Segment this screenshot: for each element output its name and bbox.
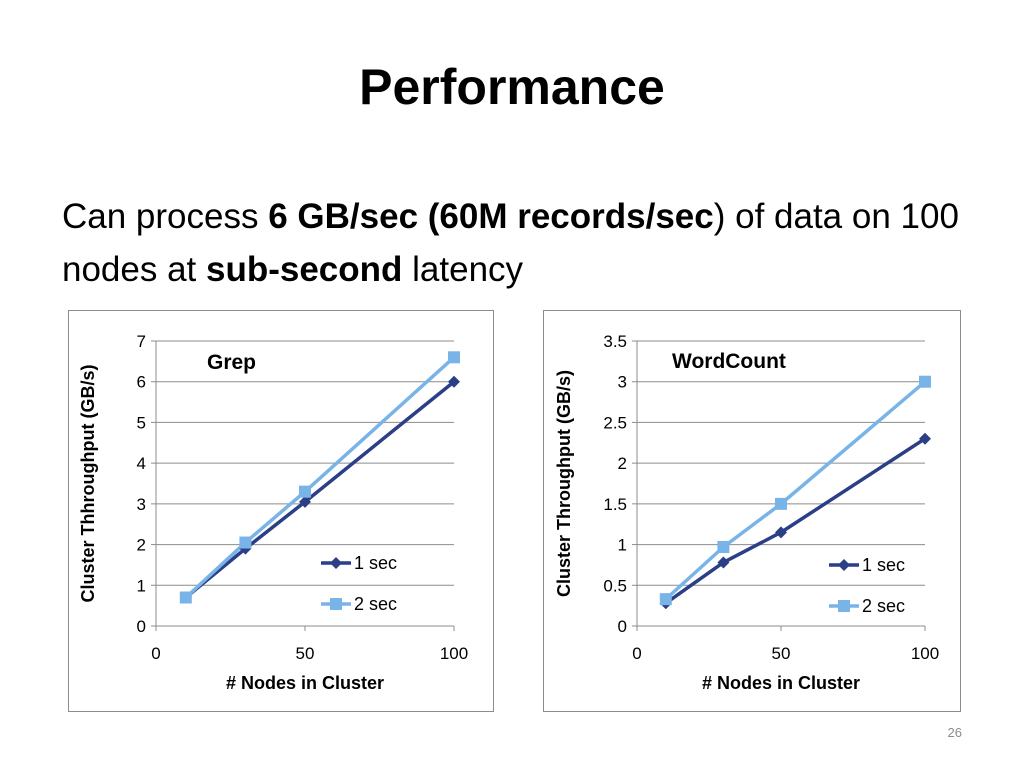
chart-0-series-0-point [239, 542, 252, 555]
chart-1-y-tick-label: 0.5 [603, 576, 627, 595]
chart-1-series-1-point [659, 593, 672, 606]
chart-1-y-tick-label: 2 [618, 454, 627, 473]
body-text-bold-2: sub-second [206, 250, 403, 289]
chart-1-y-tick-label: 0 [618, 617, 627, 636]
chart-0-legend-0-marker [330, 557, 342, 569]
chart-0-y-tick-label: 5 [137, 413, 146, 432]
chart-0-y-tick-label: 7 [137, 332, 146, 351]
chart-1-y-tick-label: 3 [618, 373, 627, 392]
grep-chart-frame: 0 1 2 3 4 5 6 7 0 50 100 # Nodes in Cluster Cluster … [68, 310, 494, 712]
chart-0-series-1-point [239, 536, 252, 549]
chart-0-series-1-point [179, 591, 192, 604]
chart-0-x-tick-label: 50 [296, 644, 315, 663]
chart-1-legend-1-marker [838, 600, 850, 612]
chart-1-x-tick-label: 50 [772, 644, 791, 663]
chart-1-legend-1-label: 2 sec [862, 596, 905, 616]
page-number: 26 [947, 725, 962, 740]
wordcount-chart: 0 0.5 1 1.5 2 2.5 3 3.5 0 50 100 # Nodes in Cluster… [554, 332, 939, 693]
chart-1-series-1-point [717, 541, 730, 554]
body-text-part-1: Can process [62, 197, 269, 236]
chart-0-y-tick-label: 4 [137, 454, 146, 473]
chart-1-series-1-point [775, 497, 787, 510]
chart-1-y-axis-label: Cluster Throughput (GB/s) [554, 370, 574, 597]
chart-1-series-0-point [717, 556, 730, 569]
chart-1-series-0-line [664, 437, 926, 605]
chart-0-legend-1-label: 2 sec [354, 594, 397, 614]
chart-1-y-tick-label: 1 [618, 536, 627, 555]
chart-0-series-1-line [184, 355, 456, 599]
chart-0-series-0-point [448, 375, 460, 388]
chart-1-y-tick-label: 3.5 [603, 332, 627, 351]
body-text-part-2: ) of data on 100 nodes at [62, 197, 959, 289]
chart-0-series-0-line [184, 380, 456, 599]
chart-1-series-1-line [664, 380, 927, 601]
chart-1-legend-0-label: 1 sec [862, 555, 905, 575]
chart-1-series-1-point [919, 375, 931, 388]
chart-0-x-axis-label: # Nodes in Cluster [226, 673, 384, 693]
chart-0-y-tick-label: 1 [137, 576, 146, 595]
grep-chart: 0 1 2 3 4 5 6 7 0 50 100 # Nodes in Cluster Cluster … [78, 332, 468, 693]
chart-0-y-tick-label: 0 [137, 617, 146, 636]
chart-1-x-tick-label: 100 [911, 644, 939, 663]
chart-0-y-tick-label: 6 [137, 373, 146, 392]
chart-0-x-tick-label: 100 [440, 644, 468, 663]
slide-body-text: Can process 6 GB/sec (60M records/sec) o… [62, 190, 992, 296]
body-text-part-3: latency [402, 250, 524, 289]
chart-0-y-tick-label: 2 [137, 536, 146, 555]
chart-1-title: WordCount [672, 350, 786, 373]
chart-1-x-tick-label: 0 [632, 644, 641, 663]
chart-0-series-1-point [448, 351, 460, 364]
chart-0-y-axis-label: Cluster Thhroughput (GB/s) [78, 365, 98, 603]
chart-0-legend-1-marker [330, 598, 342, 610]
chart-0-legend-0-label: 1 sec [354, 553, 397, 573]
chart-0-title: Grep [207, 351, 256, 374]
chart-1-y-tick-label: 2.5 [603, 413, 627, 432]
chart-1-x-axis-label: # Nodes in Cluster [702, 673, 860, 693]
chart-0-series-0-point [299, 495, 311, 508]
chart-1-series-0-point [919, 432, 931, 445]
chart-1-legend-0-marker [838, 559, 850, 571]
chart-0-y-tick-label: 3 [137, 495, 146, 514]
slide-title: Performance [359, 59, 665, 115]
chart-1-y-tick-label: 1.5 [603, 495, 627, 514]
wordcount-chart-frame: 0 0.5 1 1.5 2 2.5 3 3.5 0 50 100 # Nodes in Cluster… [543, 310, 961, 712]
chart-1-series-0-point [775, 526, 787, 539]
chart-0-x-tick-label: 0 [151, 644, 160, 663]
chart-0-series-1-point [299, 485, 311, 498]
body-text-bold-1: 6 GB/sec (60M records/sec [268, 197, 714, 236]
